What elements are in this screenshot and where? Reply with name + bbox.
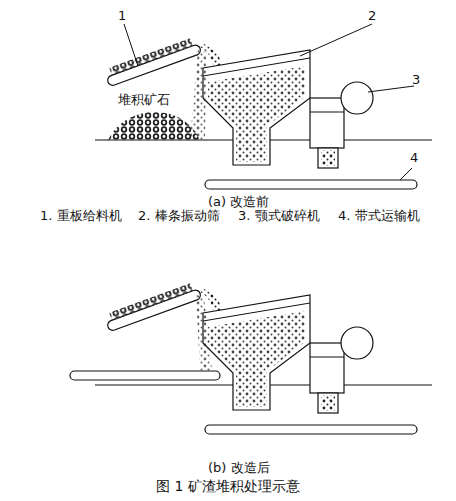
callout-number: 2	[368, 8, 376, 24]
process-drawing	[95, 36, 432, 189]
callout-number: 3	[412, 72, 420, 88]
process-drawing	[95, 281, 432, 434]
key-item: 1. 重板给料机	[40, 208, 122, 224]
ore-heap	[108, 112, 200, 140]
key-item: 4. 带式运输机	[338, 208, 420, 224]
leader-line	[368, 86, 414, 92]
leader-line	[400, 168, 412, 180]
sub-caption: (a) 改造前	[208, 194, 269, 210]
key-item: 2. 棒条振动筛	[138, 208, 220, 224]
key-item: 3. 颚式破碎机	[238, 208, 320, 224]
leader-line	[124, 24, 138, 66]
leader-line	[300, 24, 372, 56]
part-label: 堆积矿石	[118, 92, 170, 108]
callout-number: 1	[118, 8, 126, 24]
sub-caption: (b) 改造后	[208, 460, 270, 476]
callout-number: 4	[410, 150, 418, 166]
added-conveyor	[70, 371, 220, 380]
figure-caption: 图 1 矿渣堆积处理示意	[156, 478, 300, 495]
